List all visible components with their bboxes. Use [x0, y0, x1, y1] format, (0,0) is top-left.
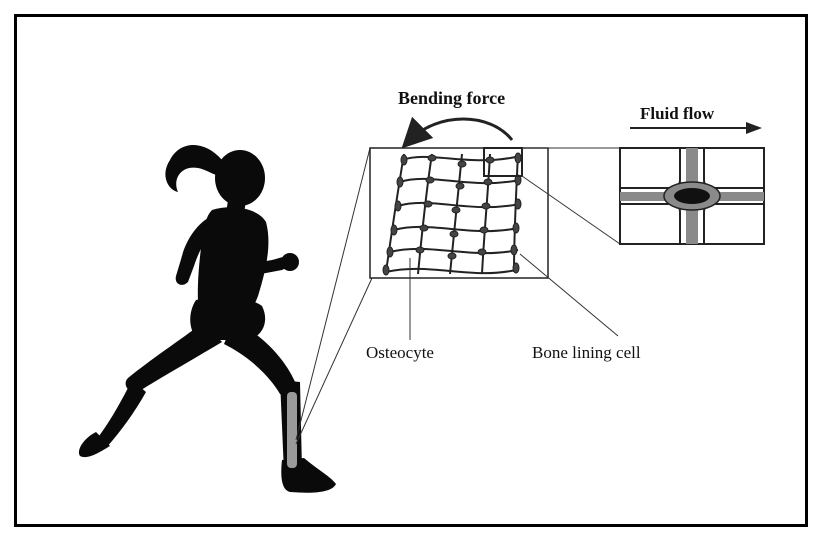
bone-lining-cell-label: Bone lining cell [532, 343, 641, 363]
osteocyte-label: Osteocyte [366, 343, 434, 363]
bending-force-arrow [410, 119, 512, 140]
fluid-flow-label: Fluid flow [640, 104, 714, 124]
zoom-lines [296, 148, 372, 444]
tibia-highlight [287, 392, 297, 468]
magnified-osteocyte-panel [620, 148, 764, 244]
bending-force-label: Bending force [398, 88, 505, 109]
